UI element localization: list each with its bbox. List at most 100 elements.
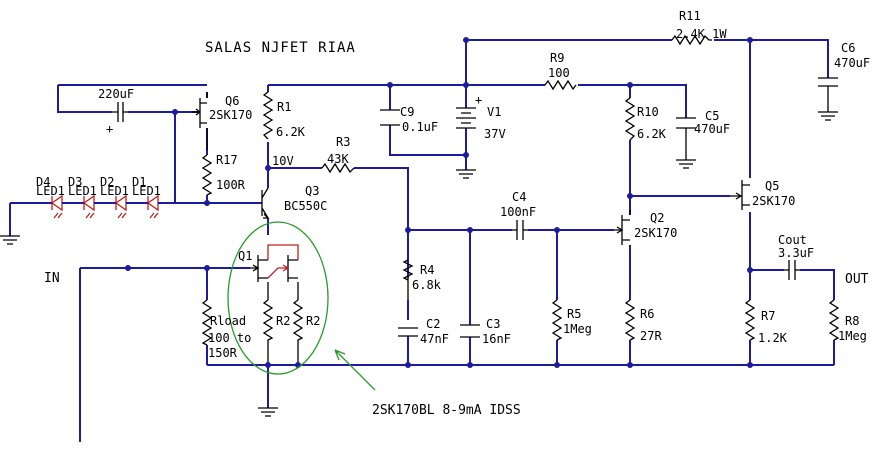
v1-value: 37V [484,127,506,141]
led-d2 [108,194,140,219]
r7-ref: R7 [761,309,775,323]
battery-v1 [456,107,476,129]
r11-value: 2.4K 1W [676,27,727,41]
r4-ref: R4 [420,263,434,277]
r4-value: 6.8k [412,278,442,292]
capacitor-c9 [380,109,400,126]
resistor-r2-right [292,299,304,365]
c9-value: 0.1uF [402,120,438,134]
r17-ref: R17 [216,153,238,167]
r7-value: 1.2K [758,331,788,345]
r3-ref: R3 [336,135,350,149]
r8-value: 1Meg [838,329,867,343]
q6-ref: Q6 [225,94,239,108]
c2-value: 47nF [420,332,449,346]
resistor-r4 [402,259,414,300]
schematic-title: SALAS NJFET RIAA [205,40,356,56]
r8-ref: R8 [845,314,859,328]
capacitor-c3 [460,324,480,338]
led-d1 [140,194,160,219]
junction-dots [125,37,753,368]
led-d3 [75,194,108,219]
ground-left [0,235,20,245]
c5-ref: C5 [705,109,719,123]
c9-ref: C9 [400,105,414,119]
wires [9,39,835,442]
led-d2-type: LED1 [100,184,129,198]
c2-ref: C2 [426,317,440,331]
rload-value-2: 150R [208,346,238,360]
port-out-label: OUT [845,272,869,287]
r10-ref: R10 [637,105,659,119]
r6-value: 27R [640,329,662,343]
capacitor-c2 [398,327,418,337]
q5-ref: Q5 [765,179,779,193]
cap-plus-sign: + [106,122,113,136]
r2-right-ref: R2 [306,314,320,328]
led-d4 [40,194,75,219]
resistor-r17 [201,154,213,196]
v1-ref: V1 [487,105,501,119]
annotation-note: 2SK170BL 8-9mA IDSS [372,403,521,418]
led-d1-type: LED1 [132,184,161,198]
capacitor-c4 [512,220,528,240]
led-d3-ref: D3 [68,175,82,189]
led-d3-type: LED1 [68,184,97,198]
q1-ref: Q1 [238,249,252,263]
ground-c5 [676,159,696,169]
q5-type: 2SK170 [752,194,795,208]
capacitor-220uf [112,102,128,122]
led-d1-ref: D1 [132,175,146,189]
r6-ref: R6 [640,307,654,321]
c4-value: 100nF [500,205,536,219]
cout-value: 3.3uF [778,246,814,260]
capacitor-cout [784,260,800,280]
resistor-r1 [262,91,274,140]
resistor-rload [201,299,213,346]
bjt-q3 [261,187,270,219]
resistor-r7 [744,299,756,341]
jfet-q6 [192,92,208,150]
c6-value: 470uF [834,56,870,70]
resistor-r10 [624,97,636,141]
highlight-ellipse [227,221,329,375]
port-in-label: IN [44,271,60,286]
resistor-r5 [551,299,563,341]
resistor-r6 [624,299,636,341]
led-d4-type: LED1 [36,184,65,198]
r2-left-ref: R2 [276,314,290,328]
r11-ref: R11 [679,9,701,23]
r1-value: 6.2K [276,125,306,139]
c5-value: 470uF [694,122,730,136]
resistor-r8 [828,299,840,341]
node-10v-label: 10V [272,154,294,168]
v1-plus: + [475,93,482,107]
rload-value-1: 100 to [208,331,251,345]
c3-value: 16nF [482,332,511,346]
ground-v1 [456,169,476,179]
ground-main [258,407,278,417]
q6-type: 2SK170 [209,108,252,122]
r3-value: 43K [327,152,349,166]
c6-ref: C6 [841,41,855,55]
capacitor-c5 [676,117,696,160]
q2-type: 2SK170 [634,226,677,240]
resistor-r9 [544,79,577,91]
c3-ref: C3 [486,317,500,331]
q3-type: BC550C [284,199,327,213]
q2-ref: Q2 [650,211,664,225]
q3-ref: Q3 [305,184,319,198]
r9-value: 100 [548,66,570,80]
resistor-r2-left [262,299,274,365]
r5-value: 1Meg [563,322,592,336]
r10-value: 6.2K [637,127,667,141]
r5-ref: R5 [567,307,581,321]
r17-value: 100R [216,178,246,192]
led-d4-ref: D4 [36,175,50,189]
r9-ref: R9 [550,51,564,65]
jfet-q5 [730,180,750,210]
r1-ref: R1 [277,100,291,114]
jfet-q2 [614,210,631,245]
resistor-r3 [321,162,355,174]
